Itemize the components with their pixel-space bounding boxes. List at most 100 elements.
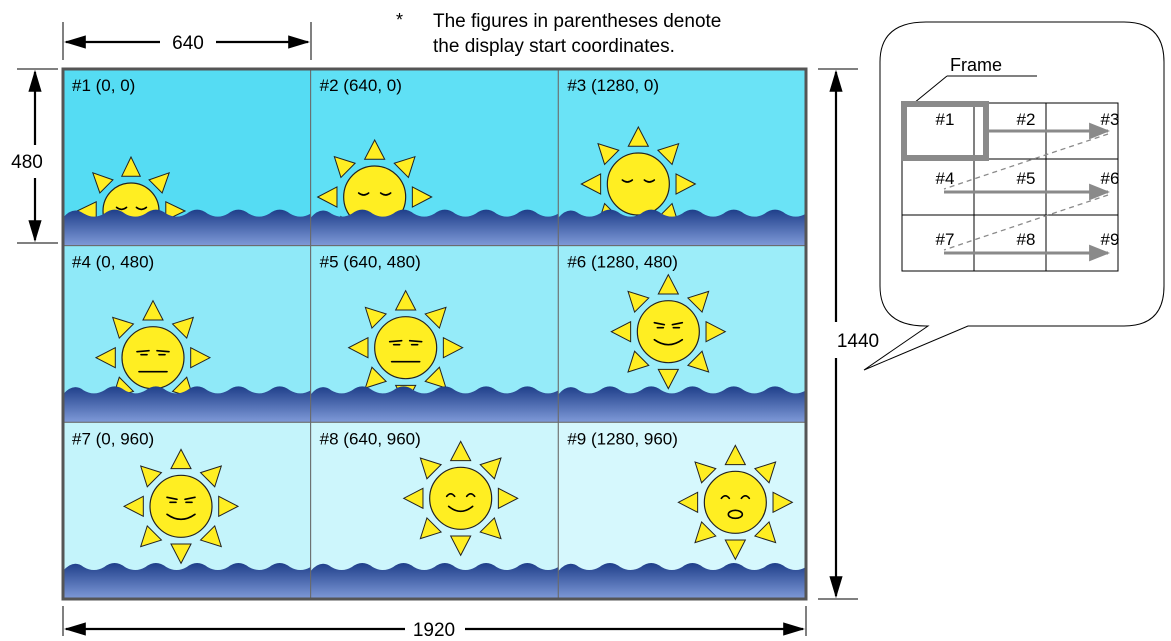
sun-left-brow xyxy=(166,496,178,501)
sun-right-eye xyxy=(135,206,148,211)
sun-ray xyxy=(686,350,710,373)
display-border xyxy=(61,67,808,601)
sun-ray xyxy=(442,336,464,359)
note-line-1: The figures in parentheses denote xyxy=(433,11,721,32)
dimension-1440: 1440 xyxy=(818,68,879,600)
sun-ray xyxy=(610,320,632,343)
note-line-2: the display start coordinates. xyxy=(433,36,675,57)
sun-mouth xyxy=(653,338,684,346)
sun-right-brow xyxy=(156,349,170,353)
sun-ray xyxy=(411,186,433,208)
sun-ray xyxy=(111,316,135,340)
tile-label: #5 (640, 480) xyxy=(320,253,421,272)
sun-ray xyxy=(627,290,650,314)
sun-left-eye xyxy=(115,206,128,211)
sun-ray xyxy=(479,516,502,540)
frame-cell xyxy=(1045,214,1119,272)
sun-body xyxy=(121,326,185,390)
sun-right-brow xyxy=(408,339,423,343)
sun-ray xyxy=(364,366,388,389)
dimension-480: 480 xyxy=(11,68,58,244)
sun-ray xyxy=(677,491,699,514)
sun-ray xyxy=(657,368,680,390)
sea-waves xyxy=(63,563,311,599)
sea-waves xyxy=(558,563,806,599)
sun-ray xyxy=(190,346,212,369)
sun-ray xyxy=(139,524,163,548)
sun-ray xyxy=(694,461,717,484)
sun-body xyxy=(606,152,670,216)
frame-cell xyxy=(901,158,975,216)
sun xyxy=(610,273,727,390)
sun-ray xyxy=(120,155,142,177)
sun-ray xyxy=(142,299,164,321)
sun-ray xyxy=(393,155,416,179)
sun-body xyxy=(636,300,700,364)
tile-5: #5 (640, 480) xyxy=(310,245,559,423)
sun-right-eye xyxy=(643,179,656,183)
sun-ray xyxy=(218,495,240,518)
frame-callout: Frame #1#2#3#4#5#6#7#8#9 xyxy=(863,21,1165,371)
sun xyxy=(402,440,519,557)
sun-ray xyxy=(171,316,195,340)
sea-waves xyxy=(310,209,559,246)
sun-ray xyxy=(419,457,443,480)
sun-mouth xyxy=(447,505,474,513)
sun-ray xyxy=(753,461,777,484)
sun-ray xyxy=(363,138,386,160)
sun-ray xyxy=(148,172,170,194)
sea-waves xyxy=(558,386,806,423)
sea-waves xyxy=(63,386,311,423)
sun-ray xyxy=(724,444,747,466)
tile-label: #1 (0, 0) xyxy=(72,76,135,95)
tile-6: #6 (1280, 480) xyxy=(557,245,807,423)
tile-label: #3 (1280, 0) xyxy=(567,76,659,95)
frame-cell-label: #2 xyxy=(1017,110,1036,129)
sun-ray xyxy=(686,290,710,314)
sun-ray xyxy=(364,306,388,330)
frame-grid: #1#2#3#4#5#6#7#8#9 xyxy=(901,101,1120,272)
sun-right-brow xyxy=(184,496,196,501)
sun-ray xyxy=(94,346,116,369)
sea-waves xyxy=(63,209,311,246)
frame-cell-label: #9 xyxy=(1101,230,1120,249)
sun-ray xyxy=(657,273,680,295)
tile-4: #4 (0, 480) xyxy=(62,245,312,423)
tile-8: #8 (640, 960) xyxy=(310,421,559,600)
sun-ray xyxy=(122,495,144,518)
sun xyxy=(677,444,794,561)
frame-cell-label: #8 xyxy=(1017,230,1036,249)
sun xyxy=(122,448,240,565)
tile-3: #3 (1280, 0) xyxy=(557,68,807,247)
frame-cell-label: #3 xyxy=(1101,110,1120,129)
scan-return-1 xyxy=(943,133,1109,190)
sun-ray xyxy=(402,487,424,510)
tile-label: #6 (1280, 480) xyxy=(567,253,678,272)
tile-1: #1 (0, 0) xyxy=(62,68,312,247)
sun-mouth xyxy=(727,509,744,520)
sun-ray xyxy=(347,336,369,359)
tile-7: #7 (0, 960) xyxy=(62,421,312,600)
sun-ray xyxy=(92,172,114,194)
sun-right-eye xyxy=(740,495,751,500)
sun-left-eye xyxy=(621,179,634,183)
sun-ray xyxy=(165,200,187,222)
sea-waves xyxy=(310,563,559,599)
sun-ray xyxy=(424,366,447,389)
sun-left-eye xyxy=(720,495,731,500)
sun-ray xyxy=(694,520,717,544)
sun-ray xyxy=(772,491,794,514)
display-grid: #1 (0, 0)#2 (640, 0)#3 (1280, 0)#4 (0, 4… xyxy=(62,68,807,600)
sun-left-brow xyxy=(653,321,666,326)
sun-ray xyxy=(705,320,727,343)
sun-ray xyxy=(316,186,338,208)
sun-ray xyxy=(199,465,223,488)
sun-body xyxy=(374,316,438,380)
sun-body xyxy=(149,474,213,538)
sun xyxy=(347,289,464,406)
dimension-480-label: 480 xyxy=(11,152,43,173)
sun-left-eye xyxy=(445,493,456,498)
sun-ray xyxy=(419,516,443,540)
note-asterisk: * xyxy=(396,10,403,30)
sun-body xyxy=(429,466,493,530)
